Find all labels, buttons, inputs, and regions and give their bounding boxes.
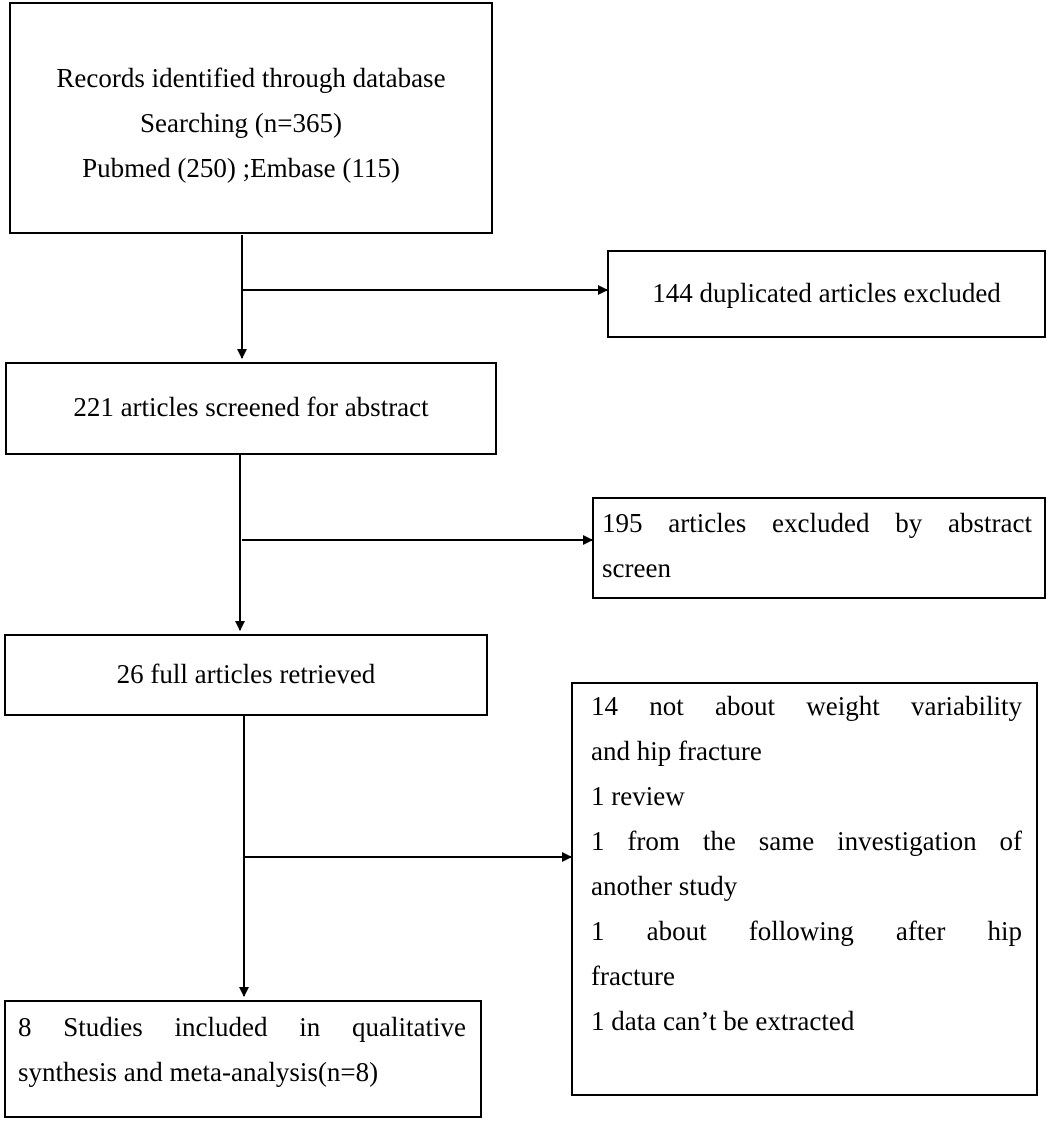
excluded-full-line-3: 1 review xyxy=(591,781,685,811)
excluded-full-line-1: 14 not about weight variability xyxy=(591,691,1022,721)
records-identified-box: Records identified through database Sear… xyxy=(9,2,493,234)
screened-line-1: 221 articles screened for abstract xyxy=(73,392,429,422)
excluded-by-abstract-box: 195 articles excluded by abstract screen xyxy=(592,497,1046,599)
excluded-full-line-6: 1 about following after hip xyxy=(591,916,1022,946)
excluded-full-line-2: and hip fracture xyxy=(591,736,762,766)
included-line-1: 8 Studies included in qualitative xyxy=(18,1012,466,1042)
excluded-full-line-4: 1 from the same investigation of xyxy=(591,826,1022,856)
records-line-3: Pubmed (250) ;Embase (115) xyxy=(82,153,400,183)
excluded-full-text-box: 14 not about weight variability and hip … xyxy=(571,682,1038,1096)
screened-box: 221 articles screened for abstract xyxy=(5,362,497,455)
included-line-2: synthesis and meta-analysis(n=8) xyxy=(18,1057,379,1087)
duplicates-excluded-box: 144 duplicated articles excluded xyxy=(607,250,1046,338)
full-articles-box: 26 full articles retrieved xyxy=(4,634,488,716)
duplicates-line-1: 144 duplicated articles excluded xyxy=(652,278,1001,308)
studies-included-box: 8 Studies included in qualitative synthe… xyxy=(4,1000,482,1118)
excluded-full-line-8: 1 data can’t be extracted xyxy=(591,1006,855,1036)
excluded-abstract-line-2: screen xyxy=(602,553,671,583)
records-line-1: Records identified through database xyxy=(56,63,446,93)
full-articles-line-1: 26 full articles retrieved xyxy=(116,659,376,689)
records-line-2: Searching (n=365) xyxy=(140,108,342,138)
excluded-full-line-7: fracture xyxy=(591,961,675,991)
excluded-abstract-line-1: 195 articles excluded by abstract xyxy=(602,508,1032,538)
excluded-full-line-5: another study xyxy=(591,871,738,901)
